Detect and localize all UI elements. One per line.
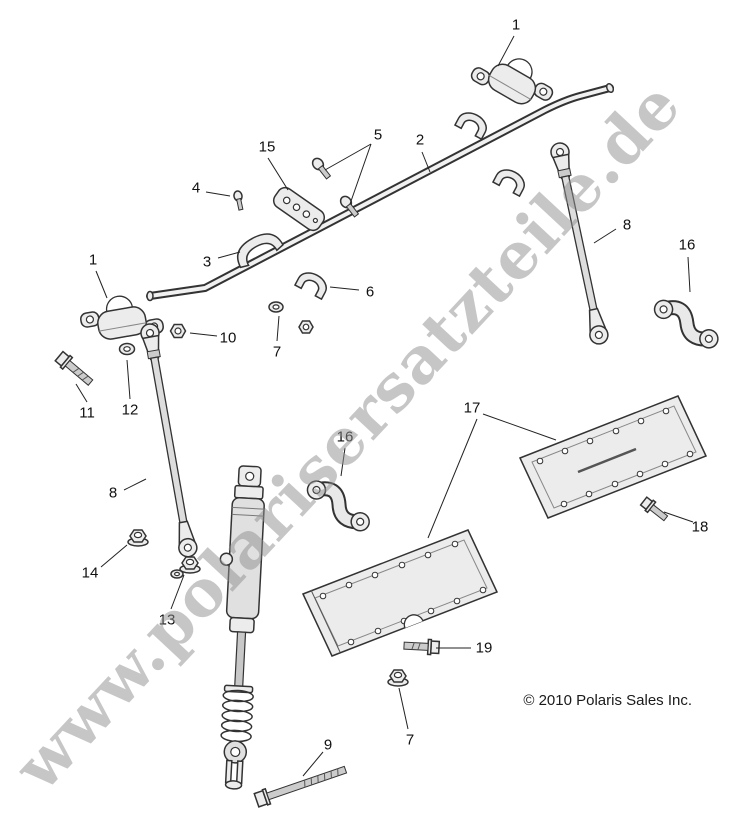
mount-bracket-mid [306, 480, 370, 532]
callout-label-4: 4 [191, 179, 201, 197]
callout-label-15: 15 [258, 138, 276, 156]
callout-label-8: 8 [108, 484, 118, 502]
callout-label-18: 18 [691, 518, 709, 536]
saddle-bracket [237, 233, 284, 269]
bolt-9 [253, 765, 348, 808]
washer-12 [118, 342, 136, 356]
callout-label-10: 10 [219, 329, 237, 347]
washer-7-top [268, 301, 314, 334]
screw-5a [311, 157, 332, 180]
callout-label-9: 9 [323, 736, 333, 754]
callout-label-11: 11 [79, 404, 95, 422]
skid-plate-right [518, 395, 708, 519]
callout-label-5: 5 [373, 126, 383, 144]
bar-clip-upper [453, 112, 487, 141]
skid-plate-left [301, 529, 499, 657]
callout-label-8: 8 [622, 216, 632, 234]
stabilizer-link-left [140, 323, 198, 558]
screw-4 [233, 190, 244, 211]
nut-10 [169, 323, 187, 339]
callout-label-12: 12 [121, 401, 139, 419]
screw-5b [339, 195, 360, 218]
callout-label-16: 16 [336, 428, 354, 446]
sway-bar [146, 82, 615, 302]
callout-label-6: 6 [365, 283, 375, 301]
bushing-clamp-top [470, 58, 554, 105]
callout-label-7: 7 [405, 731, 415, 749]
callout-label-1: 1 [511, 16, 521, 34]
callout-label-14: 14 [81, 564, 99, 582]
bolt-19 [403, 638, 441, 656]
clamp-6 [293, 272, 327, 301]
callout-label-19: 19 [475, 639, 493, 657]
mount-bracket-right [653, 299, 719, 349]
stabilizer-link-right [550, 142, 609, 345]
leader-lines [75, 35, 694, 777]
nut-14 [127, 529, 149, 547]
retainer-plate [272, 186, 326, 232]
callout-label-3: 3 [202, 253, 212, 271]
bolt-11 [54, 350, 94, 386]
bolt-18 [639, 496, 669, 522]
bar-clip-lower [491, 169, 525, 198]
callout-label-16: 16 [678, 236, 696, 254]
shock-absorber [219, 465, 265, 790]
callout-label-1: 1 [88, 251, 98, 269]
nut-13 [170, 556, 201, 579]
callout-label-13: 13 [158, 611, 176, 629]
callout-label-2: 2 [415, 131, 425, 149]
copyright-text: © 2010 Polaris Sales Inc. [523, 692, 692, 709]
callout-label-17: 17 [463, 399, 481, 417]
nut-7-bottom [387, 669, 409, 687]
callout-label-7: 7 [272, 343, 282, 361]
